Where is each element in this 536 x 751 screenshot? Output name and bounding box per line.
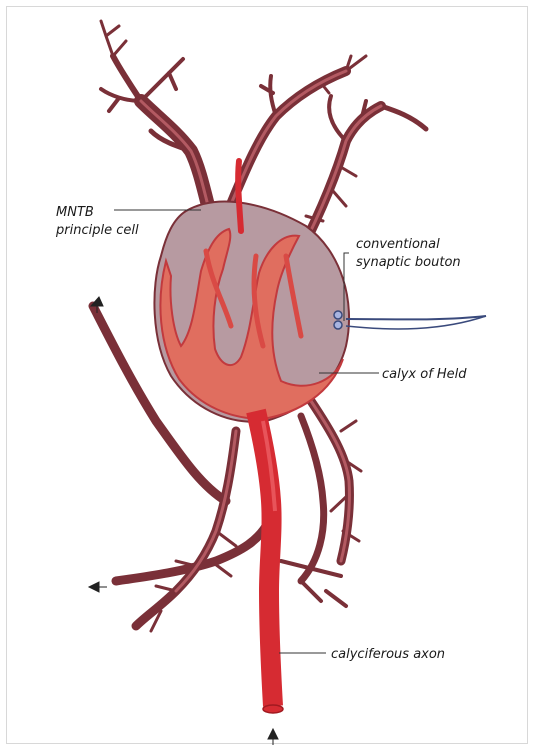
figure-frame: MNTB principle cell conventional synapti… — [6, 6, 528, 744]
axon-label: calyciferous axon — [331, 647, 445, 662]
bouton-label-1: conventional — [356, 237, 440, 252]
conventional-bouton-axon — [334, 311, 486, 329]
principal-cell-label-2: principle cell — [55, 223, 139, 238]
calyx-of-held-diagram: MNTB principle cell conventional synapti… — [7, 7, 529, 745]
calyx-label: calyx of Held — [382, 367, 467, 382]
bouton-label-2: synaptic bouton — [356, 255, 461, 270]
calyciferous-axon — [256, 411, 283, 713]
principal-cell-label-1: MNTB — [56, 205, 94, 220]
